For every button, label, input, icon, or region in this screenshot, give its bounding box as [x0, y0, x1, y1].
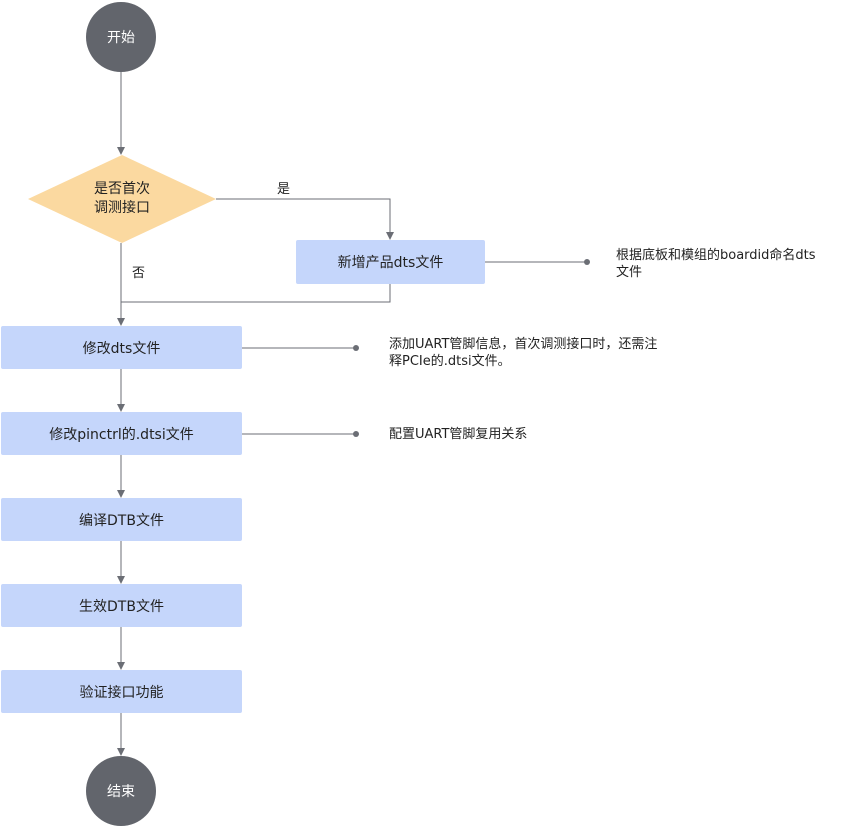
add-dts-box: 新增产品dts文件: [296, 240, 485, 284]
end-node: 结束: [86, 756, 156, 826]
start-node: 开始: [86, 2, 156, 72]
start-label: 开始: [107, 30, 135, 46]
arrow-decision-yes: [216, 198, 394, 240]
step-label: 编译DTB文件: [79, 512, 164, 529]
step-label: 生效DTB文件: [79, 598, 164, 615]
add-dts-label: 新增产品dts文件: [337, 255, 444, 271]
note-line: 文件: [616, 265, 643, 280]
note-dot-modify-dts: [353, 345, 359, 351]
decision-shape: [28, 155, 216, 243]
note-line: 添加UART管脚信息，首次调测接口时，还需注: [389, 337, 658, 352]
step-modify-pinctrl: 修改pinctrl的.dtsi文件: [1, 412, 242, 455]
step-label: 验证接口功能: [79, 684, 164, 701]
note-line: 配置UART管脚复用关系: [389, 427, 528, 442]
decision-line1: 是否首次: [94, 181, 150, 197]
step-verify-interface: 验证接口功能: [1, 670, 242, 713]
step-label: 修改pinctrl的.dtsi文件: [49, 426, 194, 443]
no-label: 否: [132, 266, 146, 281]
note-line: 释PCIe的.dtsi文件。: [389, 354, 511, 369]
pinctrl-note: 配置UART管脚复用关系: [389, 426, 527, 443]
decision-text: 是否首次 调测接口: [28, 155, 216, 243]
decision-node: 是否首次 调测接口: [28, 155, 216, 243]
arrow-add-dts-merge: [121, 284, 391, 303]
decision-line2: 调测接口: [94, 200, 150, 216]
note-line: 根据底板和模组的boardid命名dts: [616, 248, 816, 263]
add-dts-note: 根据底板和模组的boardid命名dts 文件: [616, 247, 816, 281]
step-apply-dtb: 生效DTB文件: [1, 584, 242, 627]
end-label: 结束: [107, 784, 135, 800]
note-dot-add-dts: [584, 259, 590, 265]
modify-dts-note: 添加UART管脚信息，首次调测接口时，还需注 释PCIe的.dtsi文件。: [389, 336, 657, 370]
yes-label: 是: [277, 182, 291, 197]
step-modify-dts: 修改dts文件: [1, 326, 242, 369]
step-label: 修改dts文件: [82, 340, 161, 357]
step-compile-dtb: 编译DTB文件: [1, 498, 242, 541]
note-dot-pinctrl: [353, 431, 359, 437]
